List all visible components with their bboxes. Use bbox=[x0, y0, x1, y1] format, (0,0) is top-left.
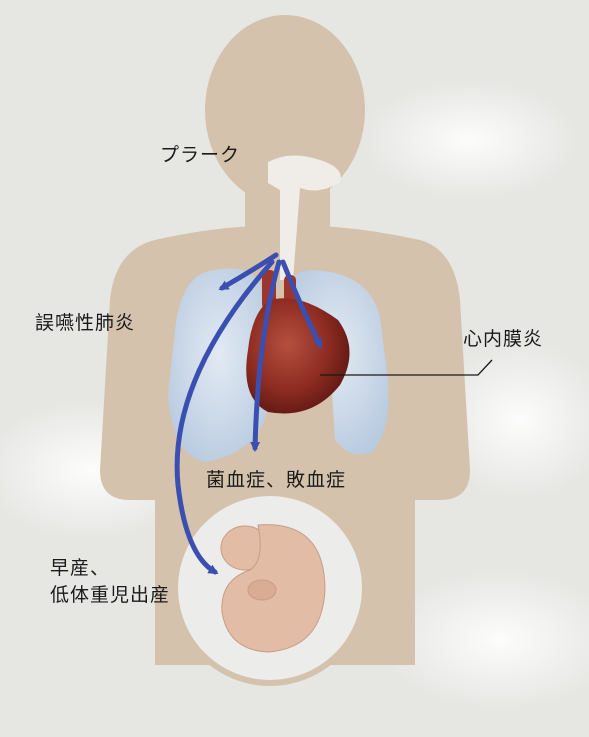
label-aspiration-pneumonia: 誤嚥性肺炎 bbox=[35, 308, 135, 335]
label-preterm-birth: 早産、 bbox=[50, 553, 110, 580]
label-low-birth-weight: 低体重児出産 bbox=[50, 580, 170, 607]
label-plaque: プラーク bbox=[160, 140, 240, 167]
label-endocarditis: 心内膜炎 bbox=[463, 324, 543, 351]
fetus bbox=[221, 525, 325, 652]
cloud bbox=[360, 80, 580, 200]
label-bacteremia-sepsis: 菌血症、敗血症 bbox=[206, 465, 346, 492]
